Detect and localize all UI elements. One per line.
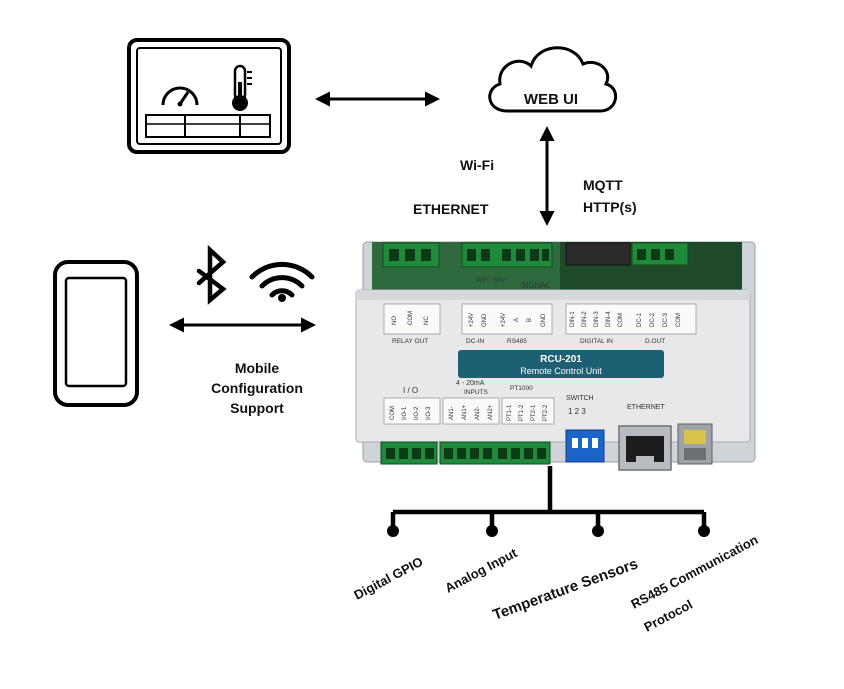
cloud-icon: WEB UI	[488, 46, 617, 113]
mobile-label-2: Configuration	[211, 380, 303, 396]
rs485-pin-2: B	[527, 318, 533, 322]
inputs-pin-1: AN1+	[462, 404, 468, 420]
pt-pin-3: PT2-2	[543, 404, 549, 421]
digin-pin-1: DIN-2	[582, 311, 588, 327]
top-green-connectors	[382, 242, 553, 268]
signal-label: SIGNAL	[521, 281, 551, 290]
rs485-pin-0: +24V	[501, 313, 507, 327]
relay-pin-2: NC	[424, 316, 430, 325]
dcin-group: DC-IN	[466, 338, 484, 345]
output-temperature-sensors: Temperature Sensors	[491, 555, 641, 623]
output-rs485-line1: RS485 Communication	[628, 532, 760, 612]
rs485-pin-1: A	[514, 318, 520, 322]
io-pin-3: I/O-3	[426, 406, 432, 420]
dcin-pin-1: GND	[482, 313, 488, 327]
rcu-device: WIFI SRV SIGNAL NO COM NC RELAY OUT +24V…	[355, 241, 756, 471]
smartphone-icon	[53, 260, 139, 407]
relay-pin-1: COM	[408, 311, 414, 325]
bus-node-temp	[592, 525, 604, 537]
inputs-pin-0: AN1-	[449, 406, 455, 420]
bottom-connector-inputs	[439, 441, 551, 465]
rs485-pin-3: GND	[541, 313, 547, 327]
wifi-label: Wi-Fi	[460, 157, 494, 173]
device-subtitle: Remote Control Unit	[520, 366, 602, 376]
output-digital-gpio: Digital GPIO	[351, 554, 425, 603]
bluetooth-icon	[196, 244, 227, 305]
pt-group: PT1000	[510, 385, 533, 392]
http-label: HTTP(s)	[583, 199, 637, 215]
ethernet-port-label: ETHERNET	[627, 404, 665, 411]
digin-pin-0: DIN-1	[570, 311, 576, 327]
output-bus	[390, 466, 707, 528]
digin-pin-4: COM	[618, 313, 624, 327]
relay-pin-0: NO	[392, 316, 398, 325]
thermometer-icon	[232, 64, 252, 111]
digin-group: DIGITAL IN	[580, 338, 613, 345]
relay-group: RELAY OUT	[392, 338, 428, 345]
gauge-icon	[161, 86, 199, 107]
bus-node-rs485	[698, 525, 710, 537]
output-analog-input: Analog Input	[442, 545, 520, 596]
rs485-group: RS485	[507, 338, 527, 345]
top-small-srv: SRV	[493, 278, 505, 284]
bus-node-analog	[486, 525, 498, 537]
pt-pin-2: PT2-1	[531, 404, 537, 421]
switch-nums: 1 2 3	[568, 407, 586, 416]
device-model: RCU-201	[540, 354, 582, 365]
bus-node-gpio	[387, 525, 399, 537]
wifi-icon	[249, 261, 315, 302]
dcin-pin-0: +24V	[469, 313, 475, 327]
switch-label: SWITCH	[566, 395, 594, 402]
top-dark-connectors	[565, 242, 689, 266]
io-pin-0: COM	[390, 406, 396, 420]
inputs-pin-3: AN2+	[488, 404, 494, 420]
inputs-pin-2: AN2-	[475, 406, 481, 420]
digin-pin-2: DIN-3	[594, 311, 600, 327]
io-pin-1: I/O-1	[402, 406, 408, 420]
inputs-group: INPUTS	[464, 389, 489, 396]
panel-display-icon	[127, 38, 291, 154]
dout-pin-1: DC-2	[650, 312, 656, 327]
dout-pin-3: COM	[676, 313, 682, 327]
pt-pin-1: PT1-2	[519, 404, 525, 421]
inputs-top: 4 - 20mA	[456, 380, 485, 387]
ethernet-link-label: ETHERNET	[413, 201, 489, 217]
mobile-label-3: Support	[230, 400, 284, 416]
io-group: I / O	[403, 386, 418, 395]
mobile-label-1: Mobile	[235, 360, 280, 376]
io-pin-2: I/O-2	[414, 406, 420, 420]
pt-pin-0: PT1-1	[507, 404, 513, 421]
mqtt-label: MQTT	[583, 177, 623, 193]
dout-pin-0: DC-1	[637, 312, 643, 327]
dout-pin-2: DC-3	[663, 312, 669, 327]
top-small-wifi: WIFI	[476, 278, 489, 284]
digin-pin-3: DIN-4	[606, 311, 612, 327]
dout-group: D.OUT	[645, 338, 665, 345]
web-ui-label: WEB UI	[524, 91, 578, 108]
